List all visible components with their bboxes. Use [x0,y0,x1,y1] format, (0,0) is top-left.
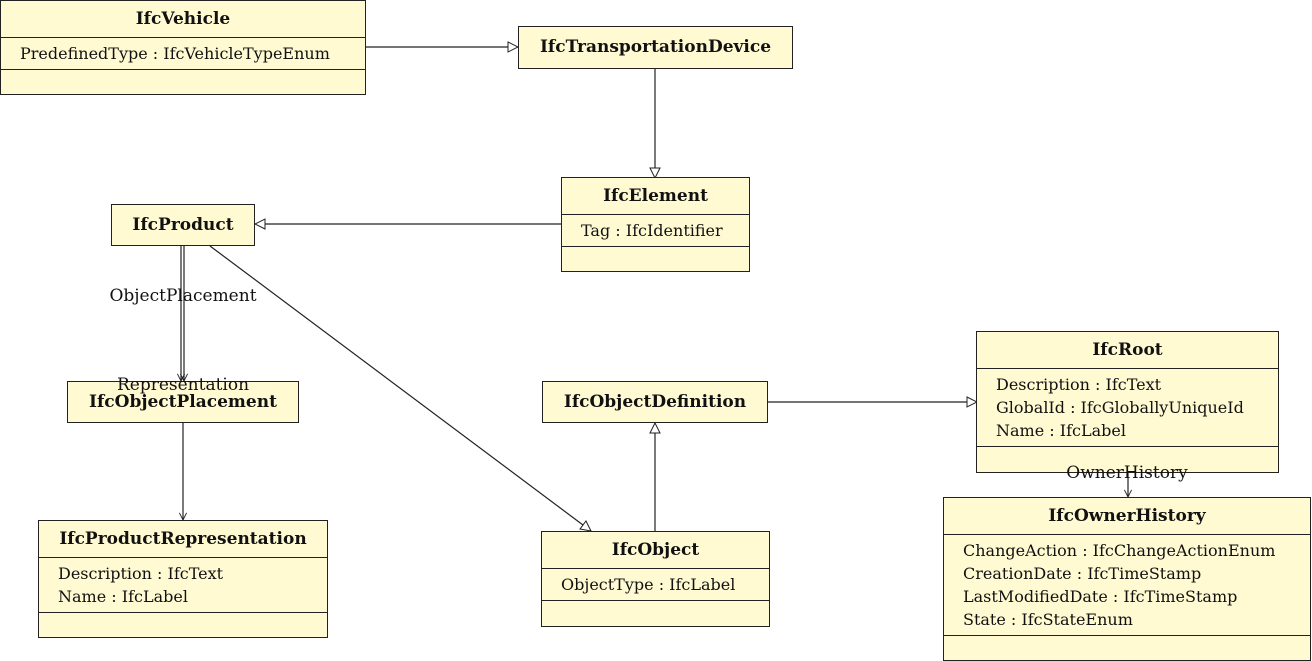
class-name: IfcObjectPlacement [89,392,277,412]
class-operations [977,446,1278,465]
class-attributes: Tag : IfcIdentifier [562,214,749,246]
class-name: IfcObject [611,540,700,560]
class-operations [542,600,769,619]
class-attributes: PredefinedType : IfcVehicleTypeEnum [1,37,365,69]
class-operations [562,246,749,265]
class-name: IfcObjectDefinition [563,392,747,412]
class-attributes: ChangeAction : IfcChangeActionEnum Creat… [944,534,1310,635]
class-ifcproductrepresentation: IfcProductRepresentation Description : I… [38,520,328,638]
class-ifcproduct: IfcProduct [111,204,255,246]
attribute: State : IfcStateEnum [963,610,1133,629]
attribute: Description : IfcText [996,375,1162,394]
association-label-ownerhistory: OwnerHistory [1066,463,1188,483]
class-name: IfcProductRepresentation [59,529,307,549]
class-ifcownerhistory: IfcOwnerHistory ChangeAction : IfcChange… [943,497,1311,661]
class-ifcelement: IfcElement Tag : IfcIdentifier [561,177,750,272]
class-operations [1,69,365,88]
association-label-representation: Representation [116,375,250,395]
class-ifcroot: IfcRoot Description : IfcText GlobalId :… [976,331,1279,473]
attribute: GlobalId : IfcGloballyUniqueId [996,398,1244,417]
class-name: IfcRoot [1092,340,1163,360]
attribute: ObjectType : IfcLabel [561,575,736,594]
attribute: Tag : IfcIdentifier [581,221,723,240]
class-name: IfcProduct [132,215,234,235]
attribute: ChangeAction : IfcChangeActionEnum [963,541,1276,560]
class-ifcvehicle: IfcVehicle PredefinedType : IfcVehicleTy… [0,0,366,95]
class-operations [944,635,1310,654]
class-ifcobjectplacement: IfcObjectPlacement [67,381,299,423]
class-attributes: Description : IfcText GlobalId : IfcGlob… [977,368,1278,446]
class-name: IfcTransportationDevice [539,37,772,57]
association-label-objectplacement: ObjectPlacement [109,286,257,306]
attribute: Name : IfcLabel [996,421,1126,440]
class-name: IfcVehicle [135,9,231,29]
class-ifcobjectdefinition: IfcObjectDefinition [542,381,768,423]
generalization-product-to-object [209,245,591,531]
class-ifcobject: IfcObject ObjectType : IfcLabel [541,531,770,627]
class-name: IfcOwnerHistory [1048,506,1206,526]
class-name: IfcElement [603,186,708,206]
attribute: Name : IfcLabel [58,587,188,606]
attribute: LastModifiedDate : IfcTimeStamp [963,587,1238,606]
attribute: Description : IfcText [58,564,224,583]
class-operations [39,612,327,631]
attribute: PredefinedType : IfcVehicleTypeEnum [20,44,330,63]
class-attributes: ObjectType : IfcLabel [542,568,769,600]
attribute: CreationDate : IfcTimeStamp [963,564,1202,583]
class-attributes: Description : IfcText Name : IfcLabel [39,557,327,612]
class-ifctransportationdevice: IfcTransportationDevice [518,26,793,69]
